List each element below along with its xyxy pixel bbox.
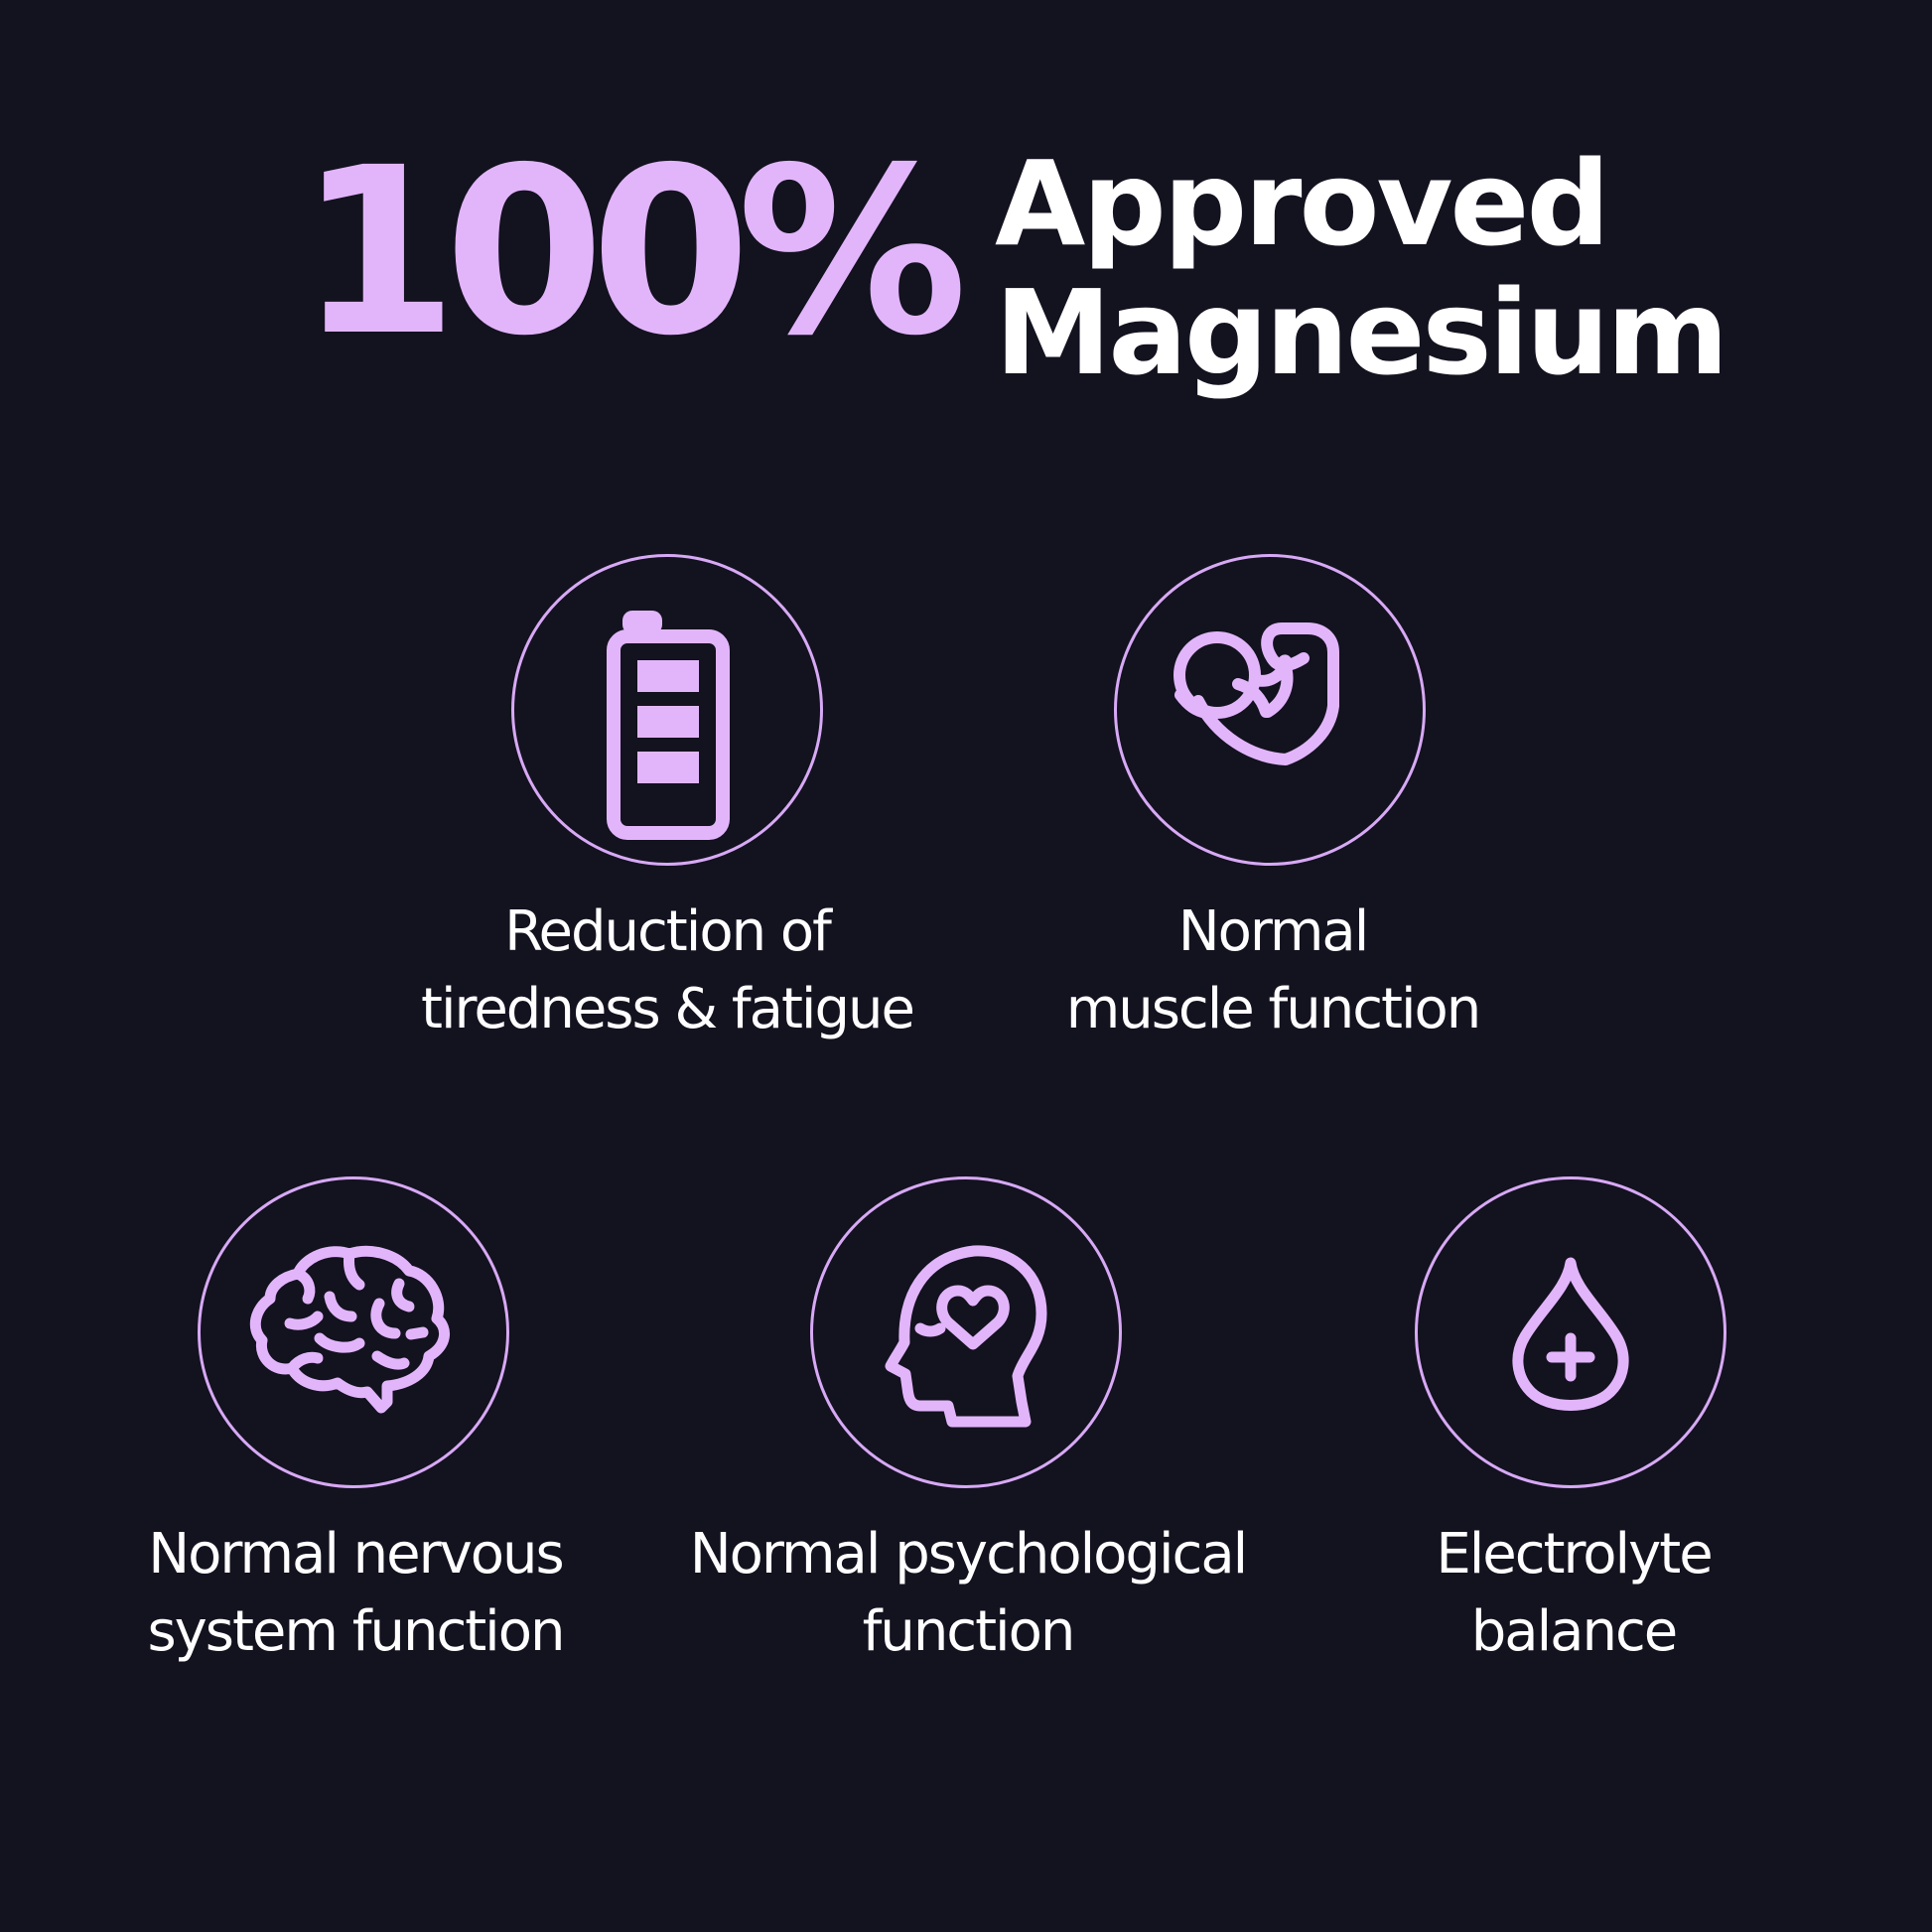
feature-label-line-1: Electrolyte	[1436, 1522, 1713, 1587]
feature-label: Normal nervous system function	[58, 1516, 653, 1671]
brain-icon	[249, 1245, 450, 1414]
feature-nervous-system: Normal nervous system function	[58, 1176, 653, 1673]
head-heart-icon	[885, 1245, 1047, 1428]
feature-icon-circle	[511, 554, 823, 866]
feature-muscle: Normal muscle function	[975, 554, 1571, 1050]
feature-label-line-2: muscle function	[1065, 977, 1482, 1041]
feature-label-line-1: Normal psychological	[689, 1522, 1248, 1587]
feature-label: Normal psychological function	[670, 1516, 1266, 1671]
feature-label-line-2: system function	[147, 1599, 565, 1664]
feature-label-line-1: Normal	[1177, 899, 1370, 964]
feature-label: Reduction of tiredness & fatigue	[369, 894, 965, 1048]
feature-label-line-2: function	[862, 1599, 1076, 1664]
headline-title: Approved Magnesium	[995, 135, 1728, 401]
flexed-bicep-icon	[1173, 622, 1339, 765]
feature-icon-circle	[1114, 554, 1426, 866]
drop-plus-icon	[1512, 1257, 1629, 1411]
percent-headline: 100%	[298, 118, 968, 386]
feature-label: Electrolyte balance	[1276, 1516, 1871, 1671]
headline-title-line-2: Magnesium	[995, 264, 1728, 401]
feature-icon-circle	[810, 1176, 1122, 1488]
feature-label-line-2: balance	[1470, 1599, 1678, 1664]
feature-tiredness: Reduction of tiredness & fatigue	[369, 554, 965, 1050]
feature-label-line-2: tiredness & fatigue	[421, 977, 915, 1041]
headline-title-line-1: Approved	[995, 135, 1610, 272]
header: 100% Approved Magnesium	[0, 0, 1932, 417]
feature-icon-circle	[1415, 1176, 1726, 1488]
feature-electrolyte: Electrolyte balance	[1276, 1176, 1871, 1673]
feature-icon-circle	[198, 1176, 509, 1488]
feature-psychological: Normal psychological function	[670, 1176, 1266, 1673]
feature-label-line-1: Normal nervous	[148, 1522, 564, 1587]
battery-icon	[607, 611, 730, 840]
feature-label-line-1: Reduction of	[504, 899, 832, 964]
feature-label: Normal muscle function	[975, 894, 1571, 1048]
